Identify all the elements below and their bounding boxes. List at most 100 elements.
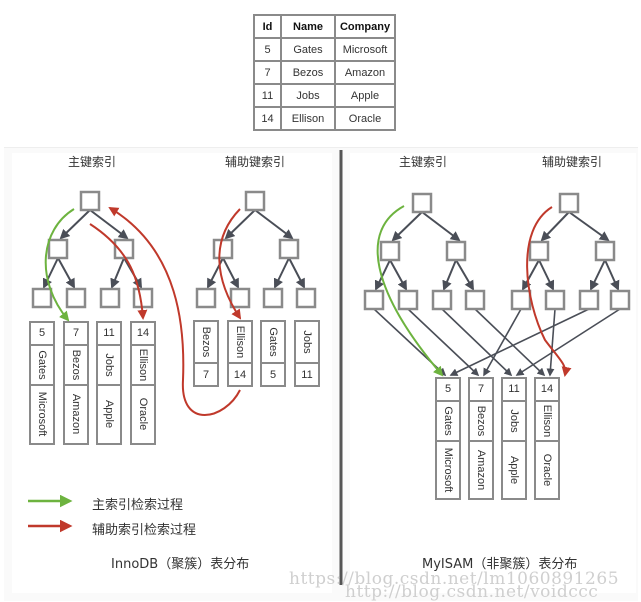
innodb-primary-index-label: 主键索引 — [68, 155, 117, 169]
innodb-record-company: Apple — [103, 400, 115, 428]
innodb-secondary-pk: 7 — [203, 369, 209, 381]
tree-edge — [421, 211, 461, 242]
pointer-edge — [441, 308, 513, 377]
myisam-secondary-root-node — [558, 192, 580, 214]
myisam-row-id: 14 — [541, 383, 553, 395]
cell-id: 5 — [253, 37, 282, 62]
innodb-secondary-pk-cell — [294, 362, 320, 387]
tree-edge — [59, 209, 91, 240]
innodb-record-company-cell — [29, 384, 55, 445]
pointer-edge — [449, 308, 590, 376]
innodb-secondary-pk: 5 — [270, 369, 276, 381]
tree-edge — [391, 211, 423, 242]
innodb-secondary-pk: 14 — [234, 369, 246, 381]
innodb-secondary-leaf-node — [295, 287, 317, 309]
pointer-edge — [483, 308, 522, 377]
cell-company: Apple — [334, 83, 396, 108]
myisam-secondary-internal-node — [594, 240, 616, 262]
myisam-row-company: Microsoft — [442, 448, 454, 493]
innodb-secondary-name-cell — [260, 320, 286, 364]
myisam-row-name-cell — [534, 400, 560, 442]
myisam-secondary-leaf-node — [609, 289, 631, 311]
innodb-primary-root-node — [79, 190, 101, 212]
innodb-record-id: 7 — [73, 327, 79, 339]
myisam-secondary-leaf-node — [544, 289, 566, 311]
myisam-row-name: Ellison — [541, 405, 553, 437]
innodb-record-name-cell — [29, 344, 55, 386]
myisam-primary-internal-node — [379, 240, 401, 262]
innodb-secondary-pk: 11 — [301, 369, 312, 381]
innodb-primary-leaf-node — [31, 287, 53, 309]
tree-edge — [540, 211, 570, 242]
source-data-table: Id Name Company 5 Gates Microsoft 7 Bezo… — [253, 14, 396, 131]
pointer-edge — [546, 308, 556, 377]
cell-name: Ellison — [280, 106, 336, 131]
pointer-edge — [515, 308, 621, 376]
innodb-record-id: 5 — [39, 327, 45, 339]
tree-edge — [442, 259, 457, 291]
cell-name: Gates — [280, 37, 336, 62]
myisam-primary-leaf-node — [431, 289, 453, 311]
myisam-row-company-cell — [534, 440, 560, 500]
innodb-secondary-leaf-node — [262, 287, 284, 309]
innodb-secondary-key: Ellison — [234, 326, 246, 358]
innodb-secondary-key: Bezos — [200, 327, 212, 358]
innodb-secondary-leaf-node — [195, 287, 217, 309]
innodb-record-id: 14 — [137, 327, 149, 339]
innodb-primary-internal-node — [47, 238, 69, 260]
myisam-row-company: Oracle — [541, 454, 553, 486]
cell-id: 11 — [253, 83, 282, 108]
innodb-secondary-key: Gates — [267, 327, 279, 357]
myisam-row-company: Amazon — [475, 450, 487, 490]
tree-edge — [89, 209, 129, 240]
myisam-row-id: 5 — [445, 383, 451, 395]
cell-company: Microsoft — [334, 37, 396, 62]
innodb-secondary-pk-cell — [227, 362, 253, 387]
innodb-secondary-name-cell — [227, 320, 253, 364]
innodb-secondary-internal-node — [278, 238, 300, 260]
myisam-row-id: 11 — [508, 383, 519, 395]
innodb-secondary-key: Jobs — [301, 330, 313, 354]
tree-edge — [110, 257, 125, 289]
myisam-row-company-cell — [435, 440, 461, 500]
myisam-row-company-cell — [501, 440, 527, 500]
table-row: 11 Jobs Apple — [253, 83, 396, 108]
watermark-line-1: https://blog.csdn.net/lm1060891265 — [289, 569, 620, 589]
innodb-record-company-cell — [130, 384, 156, 445]
tree-edge — [57, 257, 75, 289]
legend-secondary-label: 辅助索引检索过程 — [92, 523, 197, 538]
innodb-secondary-leaf-node — [229, 287, 251, 309]
innodb-record-name-cell — [130, 344, 156, 386]
myisam-primary-leaf-node — [363, 289, 385, 311]
innodb-primary-leaf-node — [65, 287, 87, 309]
innodb-secondary-root-node — [244, 190, 266, 212]
innodb-record-company: Amazon — [70, 394, 82, 434]
innodb-primary-internal-node — [113, 238, 135, 260]
tree-edge — [589, 259, 606, 291]
watermark-line-2: http://blog.csdn.net/voidccc — [345, 582, 599, 602]
innodb-primary-leaf-node — [99, 287, 121, 309]
innodb-record-id: 11 — [103, 327, 114, 339]
innodb-secondary-index-label: 辅助键索引 — [225, 155, 286, 169]
myisam-secondary-search-path — [526, 206, 572, 377]
tree-edge — [455, 259, 475, 291]
myisam-primary-leaf-node — [397, 289, 419, 311]
cell-name: Bezos — [280, 60, 336, 85]
myisam-secondary-index-label: 辅助键索引 — [542, 155, 603, 169]
innodb-record-name-cell — [96, 344, 122, 386]
innodb-record-company: Oracle — [137, 398, 149, 430]
myisam-primary-root-node — [411, 192, 433, 214]
innodb-primary-leaf-node — [132, 287, 154, 309]
innodb-record-name-cell — [63, 344, 89, 386]
myisam-secondary-leaf-node — [578, 289, 600, 311]
innodb-record-company-cell — [96, 384, 122, 445]
myisam-row-company-cell — [468, 440, 494, 500]
tree-edge — [604, 259, 620, 291]
tree-edge — [224, 209, 256, 240]
tree-edge — [374, 259, 391, 291]
column-header-id: Id — [253, 14, 282, 39]
innodb-secondary-name-cell — [193, 320, 219, 364]
innodb-back-to-primary-path — [108, 206, 241, 416]
myisam-primary-index-label: 主键索引 — [399, 155, 448, 169]
